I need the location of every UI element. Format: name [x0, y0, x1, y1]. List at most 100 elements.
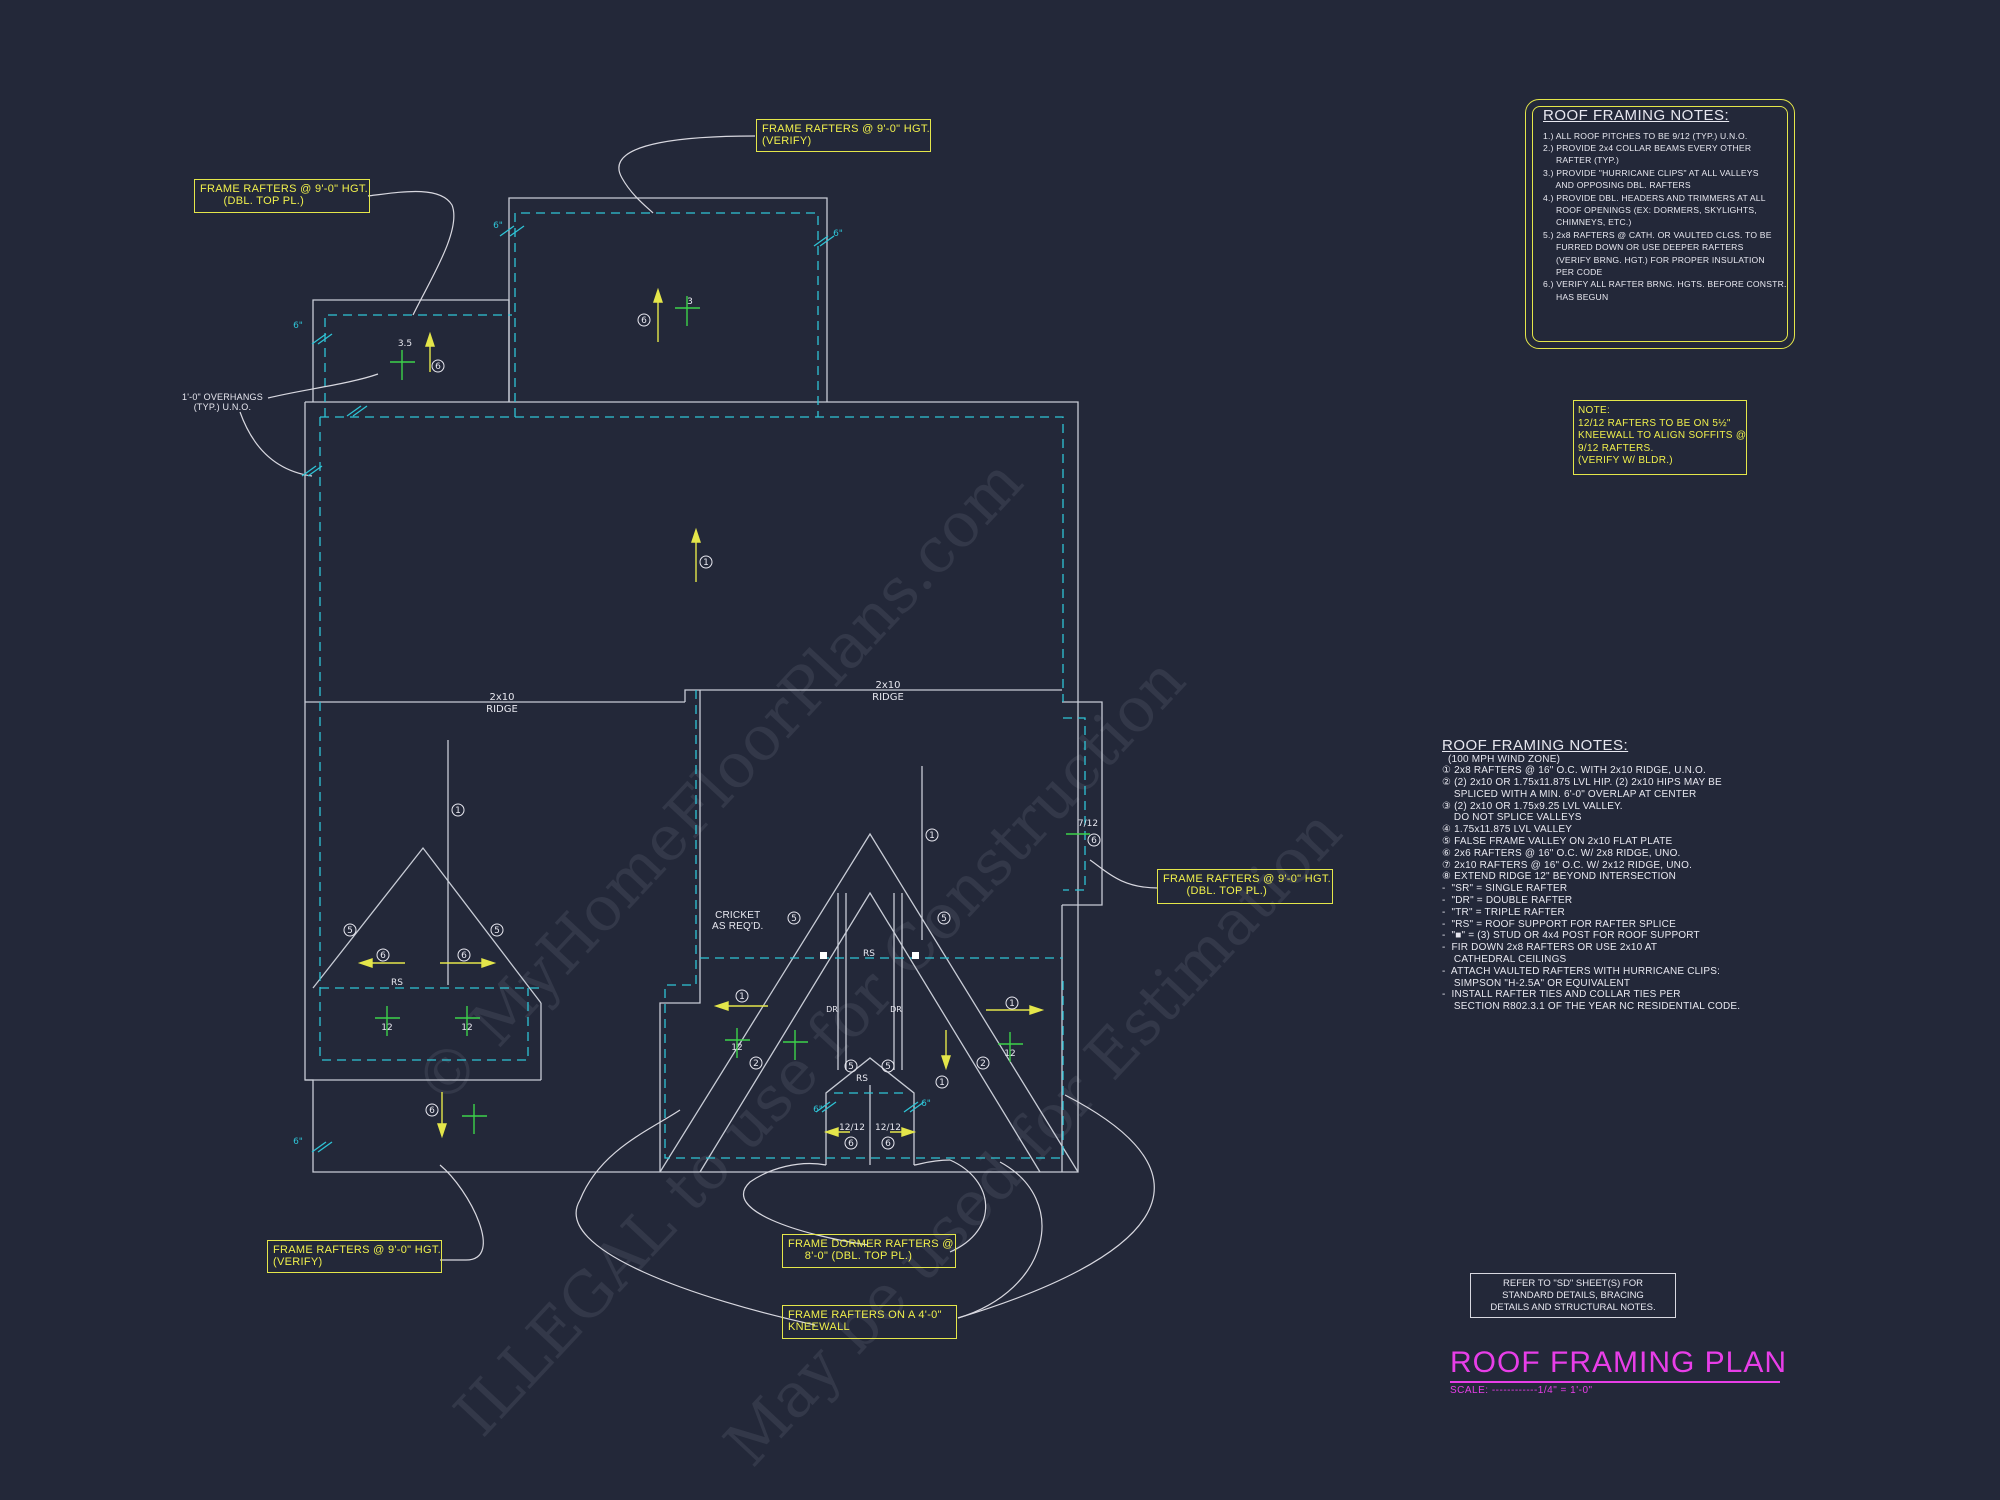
dormer-outline [825, 1057, 915, 1165]
roof-notes-top-line: 6.) VERIFY ALL RAFTER BRNG. HGTS. BEFORE… [1543, 279, 1787, 290]
roof-notes-top-line: (VERIFY BRNG. HGT.) FOR PROPER INSULATIO… [1543, 254, 1765, 265]
roof-notes-top-line: 5.) 2x8 RAFTERS @ CATH. OR VAULTED CLGS.… [1543, 229, 1772, 240]
center-notch-outline [659, 690, 701, 1172]
roof-notes-top: ROOF FRAMING NOTES: 1.) ALL ROOF PITCHES… [1543, 107, 1787, 304]
rafter-arrows [357, 287, 1045, 1139]
dormer-pitch-right: 12/12 [875, 1123, 901, 1133]
roof-notes-top-line: RAFTER (TYP.) [1543, 155, 1620, 166]
ridge-size-right: 2x10 [875, 680, 900, 691]
mark-1-left: 1 [455, 806, 461, 816]
roof-notes-top-line: HAS BEGUN [1543, 291, 1609, 302]
roof-notes-bottom-line: - "RS" = ROOF SUPPORT FOR RAFTER SPLICE [1442, 918, 1676, 930]
note-kneewall-box: NOTE: 12/12 RAFTERS TO BE ON 5½" KNEEWAL… [1573, 400, 1747, 475]
plan-title-underline [1450, 1381, 1780, 1383]
overhang-6in-a: 6" [293, 321, 303, 331]
roof-notes-bottom-line: - "■" = (3) STUD OR 4x4 POST FOR ROOF SU… [1442, 930, 1700, 942]
roof-support-posts [820, 952, 919, 959]
roof-notes-bottom-line: - "TR" = TRIPLE RAFTER [1442, 906, 1565, 918]
dr-label-a: DR [826, 1005, 838, 1014]
top-wing-outline [508, 197, 828, 402]
roof-notes-top-line: ROOF OPENINGS (EX: DORMERS, SKYLIGHTS, [1543, 204, 1757, 215]
overhang-6in-c: 6" [833, 229, 843, 239]
main-outline [304, 401, 1079, 1173]
plan-scale: SCALE: ------------1/4" = 1'-0" [1450, 1385, 1593, 1396]
mark-5-f: 5 [885, 1062, 891, 1072]
mark-1-main: 1 [703, 558, 709, 568]
roof-notes-bottom-line: SPLICED WITH A MIN. 6'-0" OVERLAP AT CEN… [1442, 788, 1697, 800]
roof-notes-bottom-line: - INSTALL RAFTER TIES AND COLLAR TIES PE… [1442, 989, 1681, 1001]
roof-notes-top-frame [1525, 99, 1795, 349]
mark-5-a: 5 [347, 926, 353, 936]
roof-notes-bottom: ROOF FRAMING NOTES: (100 MPH WIND ZONE)①… [1442, 737, 1862, 1014]
roof-notes-bottom-line: - ATTACH VAULTED RAFTERS WITH HURRICANE … [1442, 965, 1721, 977]
mark-5-b: 5 [494, 926, 500, 936]
overhang-ticks [301, 225, 925, 1153]
ridge-line-right [684, 689, 1062, 702]
roof-notes-bottom-line: ③ (2) 2x10 OR 1.75x9.25 LVL VALLEY. [1442, 800, 1623, 812]
callout-frame-rafters-top: FRAME RAFTERS @ 9'-0" HGT. (VERIFY) [756, 119, 931, 152]
roof-notes-top-line: 2.) PROVIDE 2x4 COLLAR BEAMS EVERY OTHER [1543, 142, 1752, 153]
roof-notes-bottom-line: - "SR" = SINGLE RAFTER [1442, 883, 1568, 895]
dash-right-bump [1063, 717, 1086, 891]
circle-marks [343, 313, 1101, 1150]
roof-notes-top-line: PER CODE [1543, 266, 1603, 277]
roof-notes-bottom-line: CATHEDRAL CEILINGS [1442, 954, 1567, 966]
mark-1-c: 1 [739, 992, 745, 1002]
pitch-35: 3.5 [398, 339, 412, 349]
roof-notes-top-line: CHIMNEYS, ETC.) [1543, 217, 1632, 228]
roof-notes-top-list: 1.) ALL ROOF PITCHES TO BE 9/12 (TYP.) U… [1543, 130, 1787, 304]
mark-1-e: 1 [939, 1078, 945, 1088]
roof-notes-bottom-line: DO NOT SPLICE VALLEYS [1442, 812, 1582, 824]
roof-notes-bottom-line: ⑤ FALSE FRAME VALLEY ON 2x10 FLAT PLATE [1442, 836, 1673, 848]
pitch-12-c: 12 [731, 1043, 742, 1053]
mark-1-right: 1 [929, 831, 935, 841]
roof-notes-bottom-line: ⑥ 2x6 RAFTERS @ 16" O.C. W/ 2x8 RIDGE, U… [1442, 847, 1681, 859]
callout-frame-rafters-right: FRAME RAFTERS @ 9'-0" HGT. (DBL. TOP PL.… [1157, 869, 1333, 904]
mark-5-c: 5 [791, 914, 797, 924]
roof-notes-top-line: AND OPPOSING DBL. RAFTERS [1543, 180, 1691, 191]
dash-main-top [320, 416, 1064, 702]
pitch-12-b: 12 [461, 1023, 472, 1033]
dr-label-b: DR [890, 1005, 902, 1014]
roof-notes-top-title: ROOF FRAMING NOTES: [1543, 107, 1730, 124]
ridge-word-right: RIDGE [872, 692, 904, 703]
roof-notes-bottom-title: ROOF FRAMING NOTES: [1442, 737, 1629, 754]
roof-notes-top-line: 1.) ALL ROOF PITCHES TO BE 9/12 (TYP.) U… [1543, 130, 1748, 141]
center-gable-outer [659, 832, 1079, 1173]
mark-5-e: 5 [848, 1062, 854, 1072]
roof-notes-bottom-line: - "DR" = DOUBLE RAFTER [1442, 895, 1573, 907]
roof-notes-top-line: 4.) PROVIDE DBL. HEADERS AND TRIMMERS AT… [1543, 192, 1766, 203]
pitch-3: 3 [687, 297, 693, 307]
outline-dashed [319, 212, 1086, 1159]
roof-notes-top-line: 3.) PROVIDE "HURRICANE CLIPS" AT ALL VAL… [1543, 167, 1759, 178]
bump-pitch: 7/12 [1078, 819, 1098, 829]
mark-6-e: 6 [885, 1139, 891, 1149]
outline-solid [304, 197, 1103, 1173]
overhang-6in-d: 6" [293, 1137, 303, 1147]
dash-left [319, 417, 529, 1061]
roof-notes-bottom-list: (100 MPH WIND ZONE)① 2x8 RAFTERS @ 16" O… [1442, 754, 1862, 1014]
callout-kneewall-rafters: FRAME RAFTERS ON A 4'-0" KNEEWALL [782, 1305, 957, 1339]
plan-title: ROOF FRAMING PLAN [1450, 1346, 1788, 1379]
rs-label-left: RS [391, 978, 403, 988]
roof-notes-bottom-line: (100 MPH WIND ZONE) [1442, 753, 1561, 765]
pitch-12-d: 12 [1004, 1049, 1015, 1059]
callout-frame-rafters-left-top: FRAME RAFTERS @ 9'-0" HGT. (DBL. TOP PL.… [194, 179, 370, 213]
mark-6-left-top: 6 [435, 362, 441, 372]
ridge-word-left: RIDGE [486, 704, 518, 715]
roof-notes-bottom-line: SIMPSON "H-2.5A" OR EQUIVALENT [1442, 977, 1631, 989]
ridge-size-left: 2x10 [489, 692, 514, 703]
mark-1-d: 1 [1009, 999, 1015, 1009]
circle-mark-numbers: 1 6 6 1 1 5 5 6 6 5 5 1 1 2 2 1 5 5 6 6 … [347, 316, 1097, 1149]
reference-sd-box: REFER TO "SD" SHEET(S) FOR STANDARD DETA… [1470, 1273, 1676, 1318]
overhang-6in-b: 6" [493, 221, 503, 231]
overhangs-label: 1'-0" OVERHANGS (TYP.) U.N.O. [182, 392, 263, 412]
rs-label-dormer: RS [856, 1074, 868, 1084]
roof-notes-bottom-line: ⑧ EXTEND RIDGE 12" BEYOND INTERSECTION [1442, 871, 1677, 883]
roof-notes-top-inner [1532, 106, 1788, 342]
callout-dormer-rafters: FRAME DORMER RAFTERS @ 8'-0" (DBL. TOP P… [782, 1234, 956, 1268]
rs-label-center: RS [863, 949, 875, 959]
mark-6-d: 6 [848, 1139, 854, 1149]
roof-notes-bottom-line: ④ 1.75x11.875 LVL VALLEY [1442, 824, 1573, 836]
